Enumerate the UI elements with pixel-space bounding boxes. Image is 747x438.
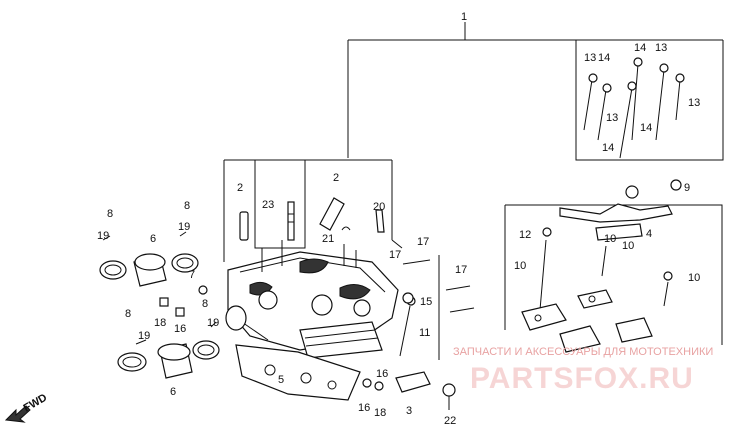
watermark: ЗАПЧАСТИ И АКСЕССУАРЫ ДЛЯ МОТОТЕХНИКИ PA… xyxy=(453,346,713,395)
callout-14: 14 xyxy=(640,122,652,134)
callout-1: 1 xyxy=(461,11,467,23)
callout-16: 16 xyxy=(174,323,186,335)
callout-14: 14 xyxy=(598,52,610,64)
callout-10: 10 xyxy=(622,240,634,252)
callout-7: 7 xyxy=(189,269,195,281)
callout-13: 13 xyxy=(606,112,618,124)
callout-10: 10 xyxy=(604,233,616,245)
cam-bolts xyxy=(583,57,685,159)
callout-8: 8 xyxy=(202,298,208,310)
callout-11: 11 xyxy=(419,327,430,339)
watermark-tagline: ЗАПЧАСТИ И АКСЕССУАРЫ ДЛЯ МОТОТЕХНИКИ xyxy=(453,346,713,358)
callout-4: 4 xyxy=(646,228,652,240)
leader-lines xyxy=(223,22,724,360)
callout-2: 2 xyxy=(333,172,339,184)
head-gasket xyxy=(235,344,361,401)
callout-17: 17 xyxy=(417,236,429,248)
fwd-arrow: FWD xyxy=(4,392,50,423)
callout-13: 13 xyxy=(584,52,596,64)
callout-15: 15 xyxy=(420,296,432,308)
callout-21: 21 xyxy=(322,233,334,245)
callouts: 1 2 2 3 4 5 6 6 7 8 8 8 8 9 10 10 10 10 … xyxy=(97,11,700,427)
callout-14: 14 xyxy=(602,142,614,154)
callout-22: 22 xyxy=(444,415,456,427)
callout-18: 18 xyxy=(374,407,386,419)
callout-16: 16 xyxy=(358,402,370,414)
callout-12: 12 xyxy=(519,229,531,241)
callout-19: 19 xyxy=(178,221,190,233)
callout-8: 8 xyxy=(125,308,131,320)
callout-19: 19 xyxy=(207,317,219,329)
intake-parts xyxy=(99,231,247,379)
callout-23: 23 xyxy=(262,199,274,211)
callout-14: 14 xyxy=(634,42,646,54)
spark-plug-parts xyxy=(239,197,385,241)
callout-8: 8 xyxy=(184,200,190,212)
callout-10: 10 xyxy=(688,272,700,284)
studs xyxy=(362,259,475,410)
callout-19: 19 xyxy=(97,230,109,242)
callout-19: 19 xyxy=(138,330,150,342)
callout-13: 13 xyxy=(655,42,667,54)
callout-16: 16 xyxy=(376,368,388,380)
callout-17: 17 xyxy=(455,264,467,276)
callout-2: 2 xyxy=(237,182,243,194)
callout-10: 10 xyxy=(514,260,526,272)
callout-9: 9 xyxy=(684,182,690,194)
watermark-site: PARTSFOX.RU xyxy=(470,362,694,395)
callout-13: 13 xyxy=(688,97,700,109)
callout-3: 3 xyxy=(406,405,412,417)
callout-20: 20 xyxy=(373,201,385,213)
rocker-parts xyxy=(521,179,682,353)
fwd-label: FWD xyxy=(22,392,50,415)
callout-5: 5 xyxy=(278,374,284,386)
callout-17: 17 xyxy=(389,249,401,261)
cylinder-head xyxy=(227,240,399,359)
callout-18: 18 xyxy=(154,317,166,329)
callout-6: 6 xyxy=(170,386,176,398)
callout-6: 6 xyxy=(150,233,156,245)
callout-8: 8 xyxy=(107,208,113,220)
